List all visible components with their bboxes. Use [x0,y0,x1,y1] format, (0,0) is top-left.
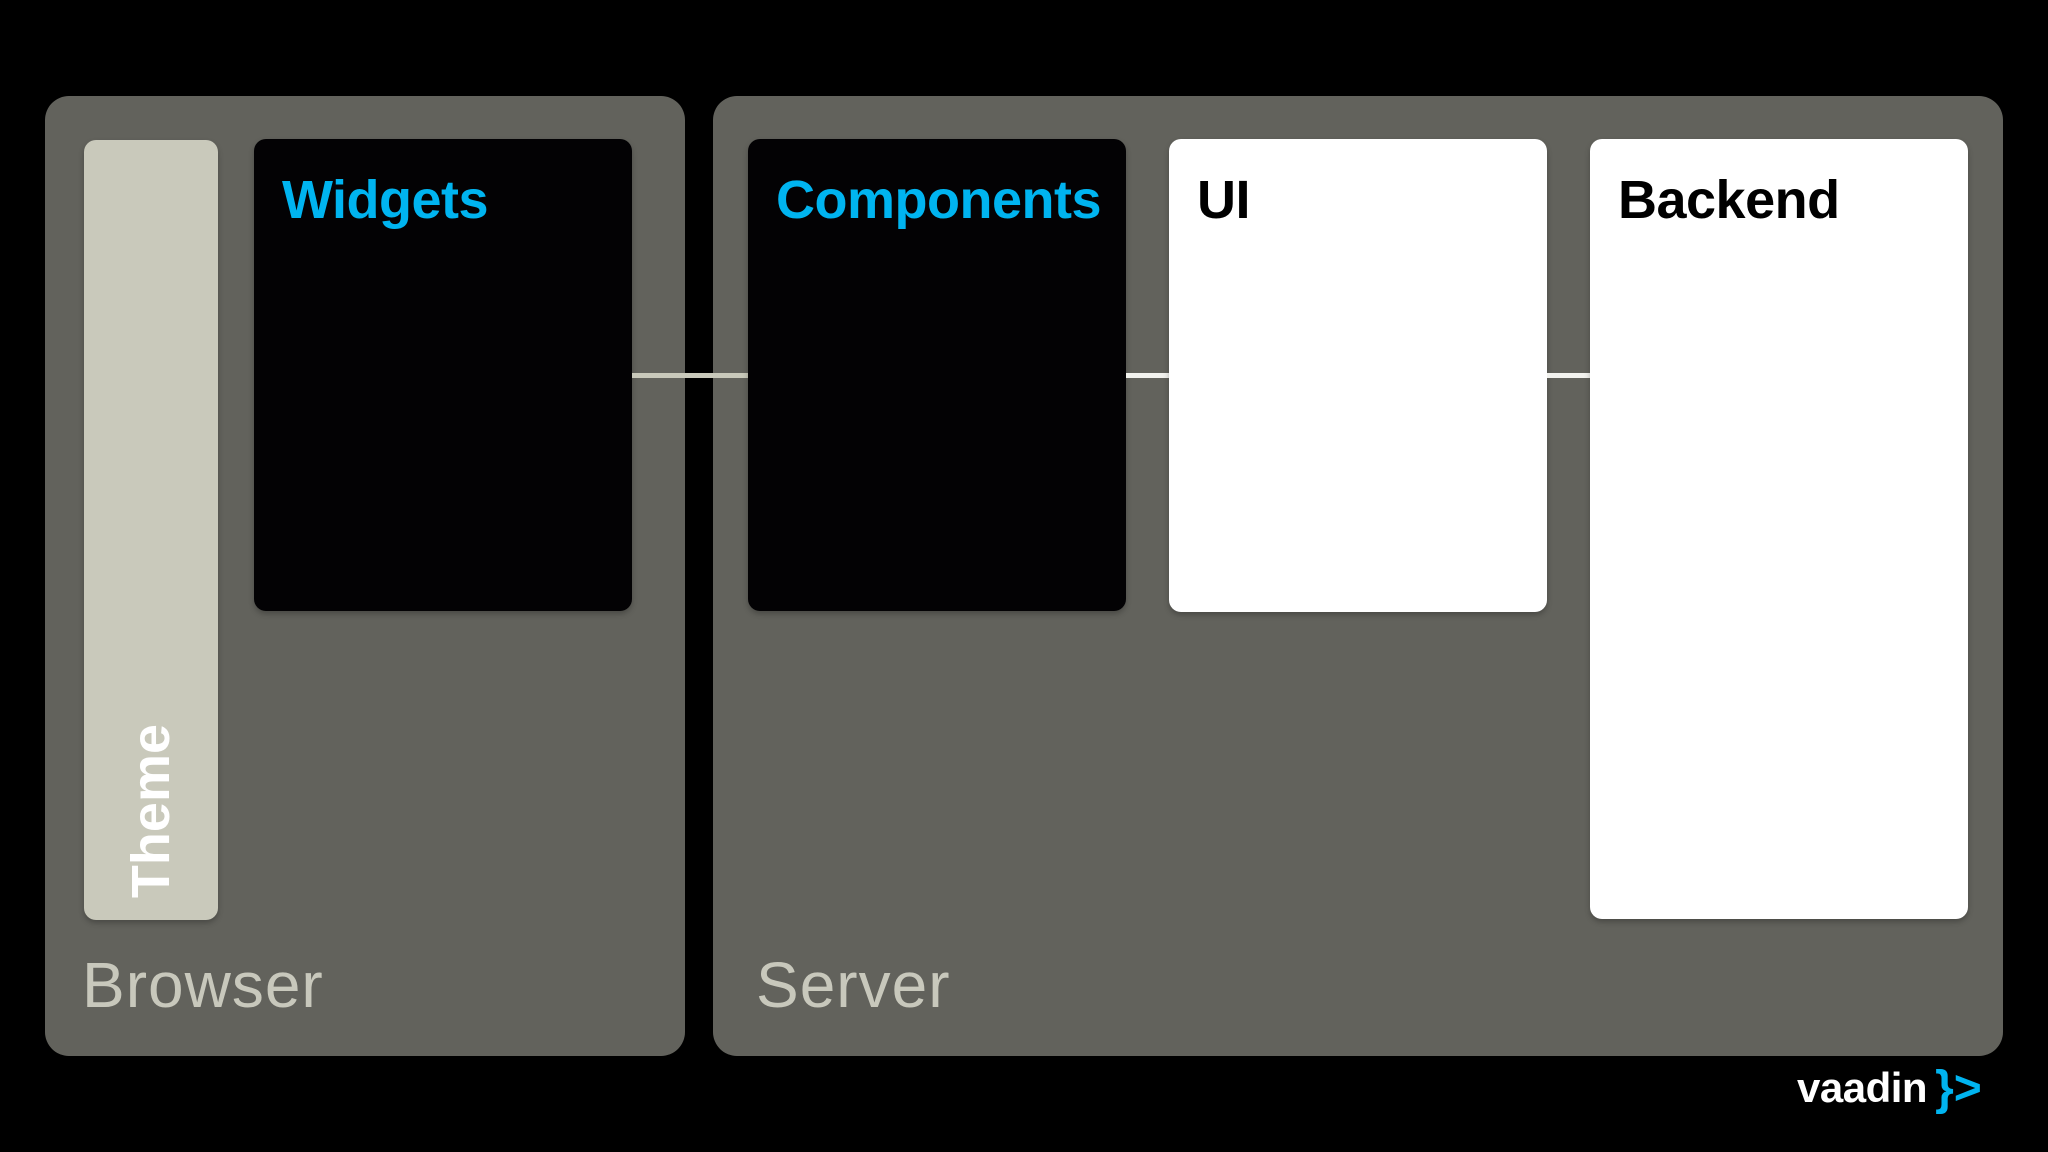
logo-wordmark: vaadin [1797,1064,1928,1111]
components-box: Components [748,139,1126,611]
widgets-box: Widgets [254,139,632,611]
ui-box: UI [1169,139,1547,612]
vaadin-logo: vaadin }> [1797,1058,1982,1118]
server-label: Server [756,949,951,1021]
ui-title: UI [1197,170,1251,230]
components-title: Components [776,170,1102,230]
backend-title: Backend [1618,170,1840,230]
widgets-components-connector [632,373,748,378]
widgets-title: Widgets [282,170,489,230]
theme-label: Theme [121,723,181,898]
components-ui-connector [1126,373,1169,378]
browser-label: Browser [82,949,324,1021]
backend-box: Backend [1590,139,1968,919]
ui-backend-connector [1547,373,1590,378]
theme-box: Theme [84,140,218,920]
logo-mark-icon: }> [1935,1061,1982,1115]
